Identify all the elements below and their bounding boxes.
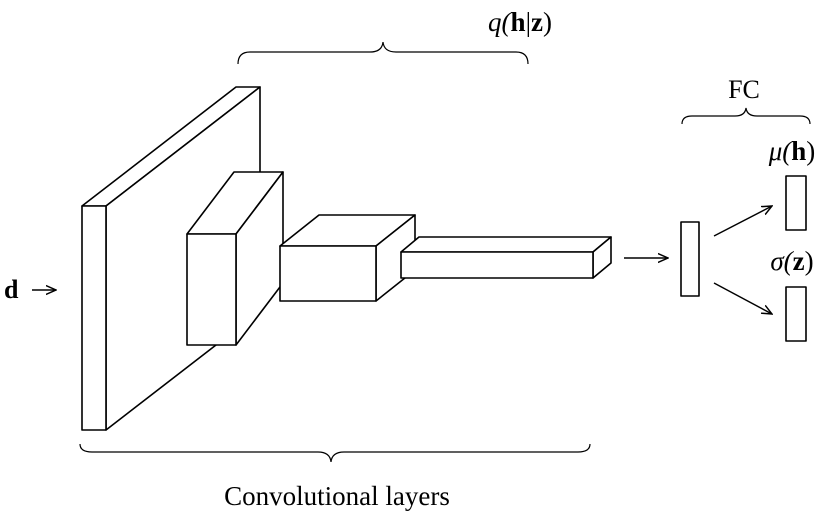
fc-block (680, 221, 700, 297)
sigma-output-block (785, 286, 807, 342)
mu-label: μ(h) (768, 136, 816, 166)
arrow-to-sigma (713, 282, 772, 314)
mu-output-block (785, 175, 807, 231)
conv-layers-label: Convolutional layers (224, 481, 450, 511)
conv-layer-1 (81, 86, 261, 431)
sigma-label: σ(z) (770, 246, 813, 276)
conv-layer-2 (186, 171, 284, 346)
top-brace-label: q(h|z) (488, 7, 552, 37)
fc-label: FC (728, 75, 760, 104)
conv-layer-4 (400, 236, 612, 279)
top-brace (237, 41, 529, 65)
input-d-label: d (4, 275, 19, 304)
arrow-to-mu (713, 206, 772, 237)
bottom-brace (79, 443, 591, 463)
conv-layer-3 (279, 214, 416, 302)
fc-brace (681, 107, 811, 125)
